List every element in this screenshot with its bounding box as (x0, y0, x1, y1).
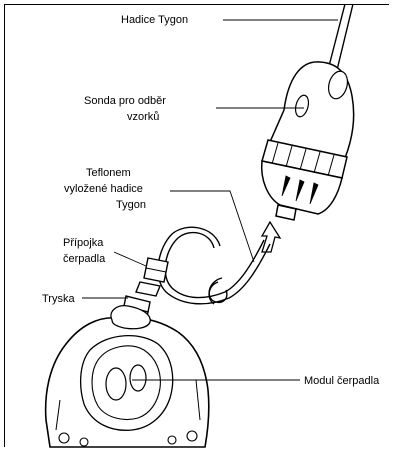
figure-frame (4, 4, 389, 447)
